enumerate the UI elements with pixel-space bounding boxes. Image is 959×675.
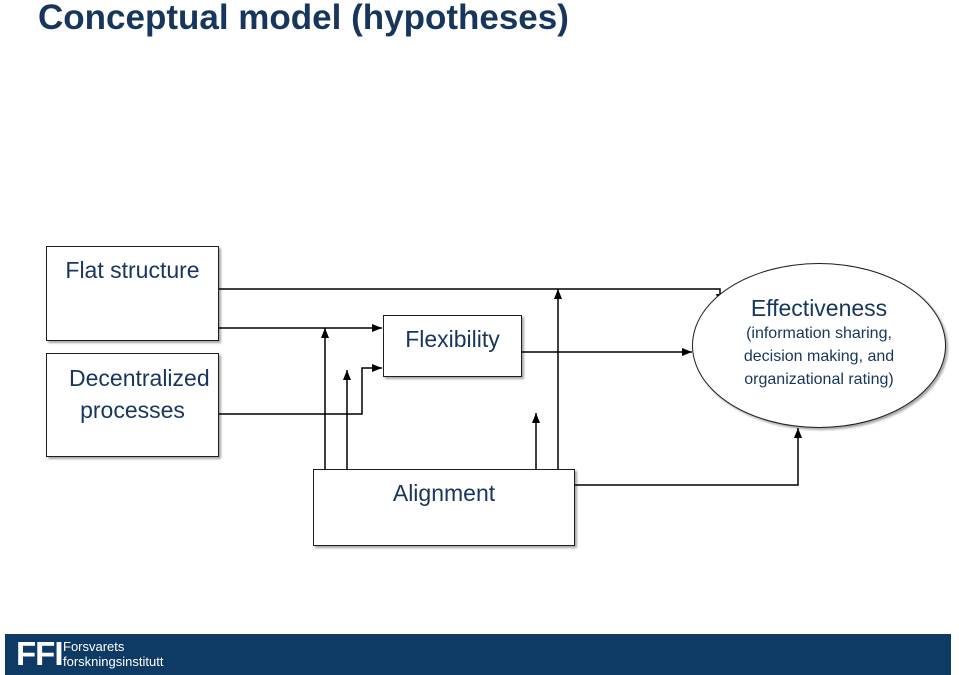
node-flexibility-label: Flexibility <box>405 326 500 352</box>
arrow-decentralized-to-flexibility <box>219 364 382 415</box>
node-effectiveness-title: Effectiveness <box>750 295 888 321</box>
page-title: Conceptual model (hypotheses) <box>38 0 569 37</box>
node-effectiveness: Effectiveness (information sharing, deci… <box>692 263 946 428</box>
ffi-logo: FFI <box>16 635 63 672</box>
arrow-flat-to-effectiveness <box>219 288 724 304</box>
org-name-line-2: forskningsinstitutt <box>63 654 164 669</box>
org-name-line-1: Forsvarets <box>63 639 125 654</box>
node-decentralized-processes-label: Decentralized processes <box>69 365 210 423</box>
node-effectiveness-detail: (information sharing, decision making, a… <box>743 325 895 388</box>
arrow-alignment-to-effectiveness <box>575 428 802 486</box>
footer-bar: FFI Forsvarets forskningsinstitutt <box>5 634 951 675</box>
node-flat-structure-label: Flat structure <box>65 257 200 283</box>
node-decentralized-processes: Decentralized processes <box>46 353 219 457</box>
node-flexibility: Flexibility <box>383 315 522 377</box>
node-alignment: Alignment <box>313 469 575 546</box>
node-flat-structure: Flat structure <box>46 246 219 341</box>
node-alignment-label: Alignment <box>392 480 496 506</box>
